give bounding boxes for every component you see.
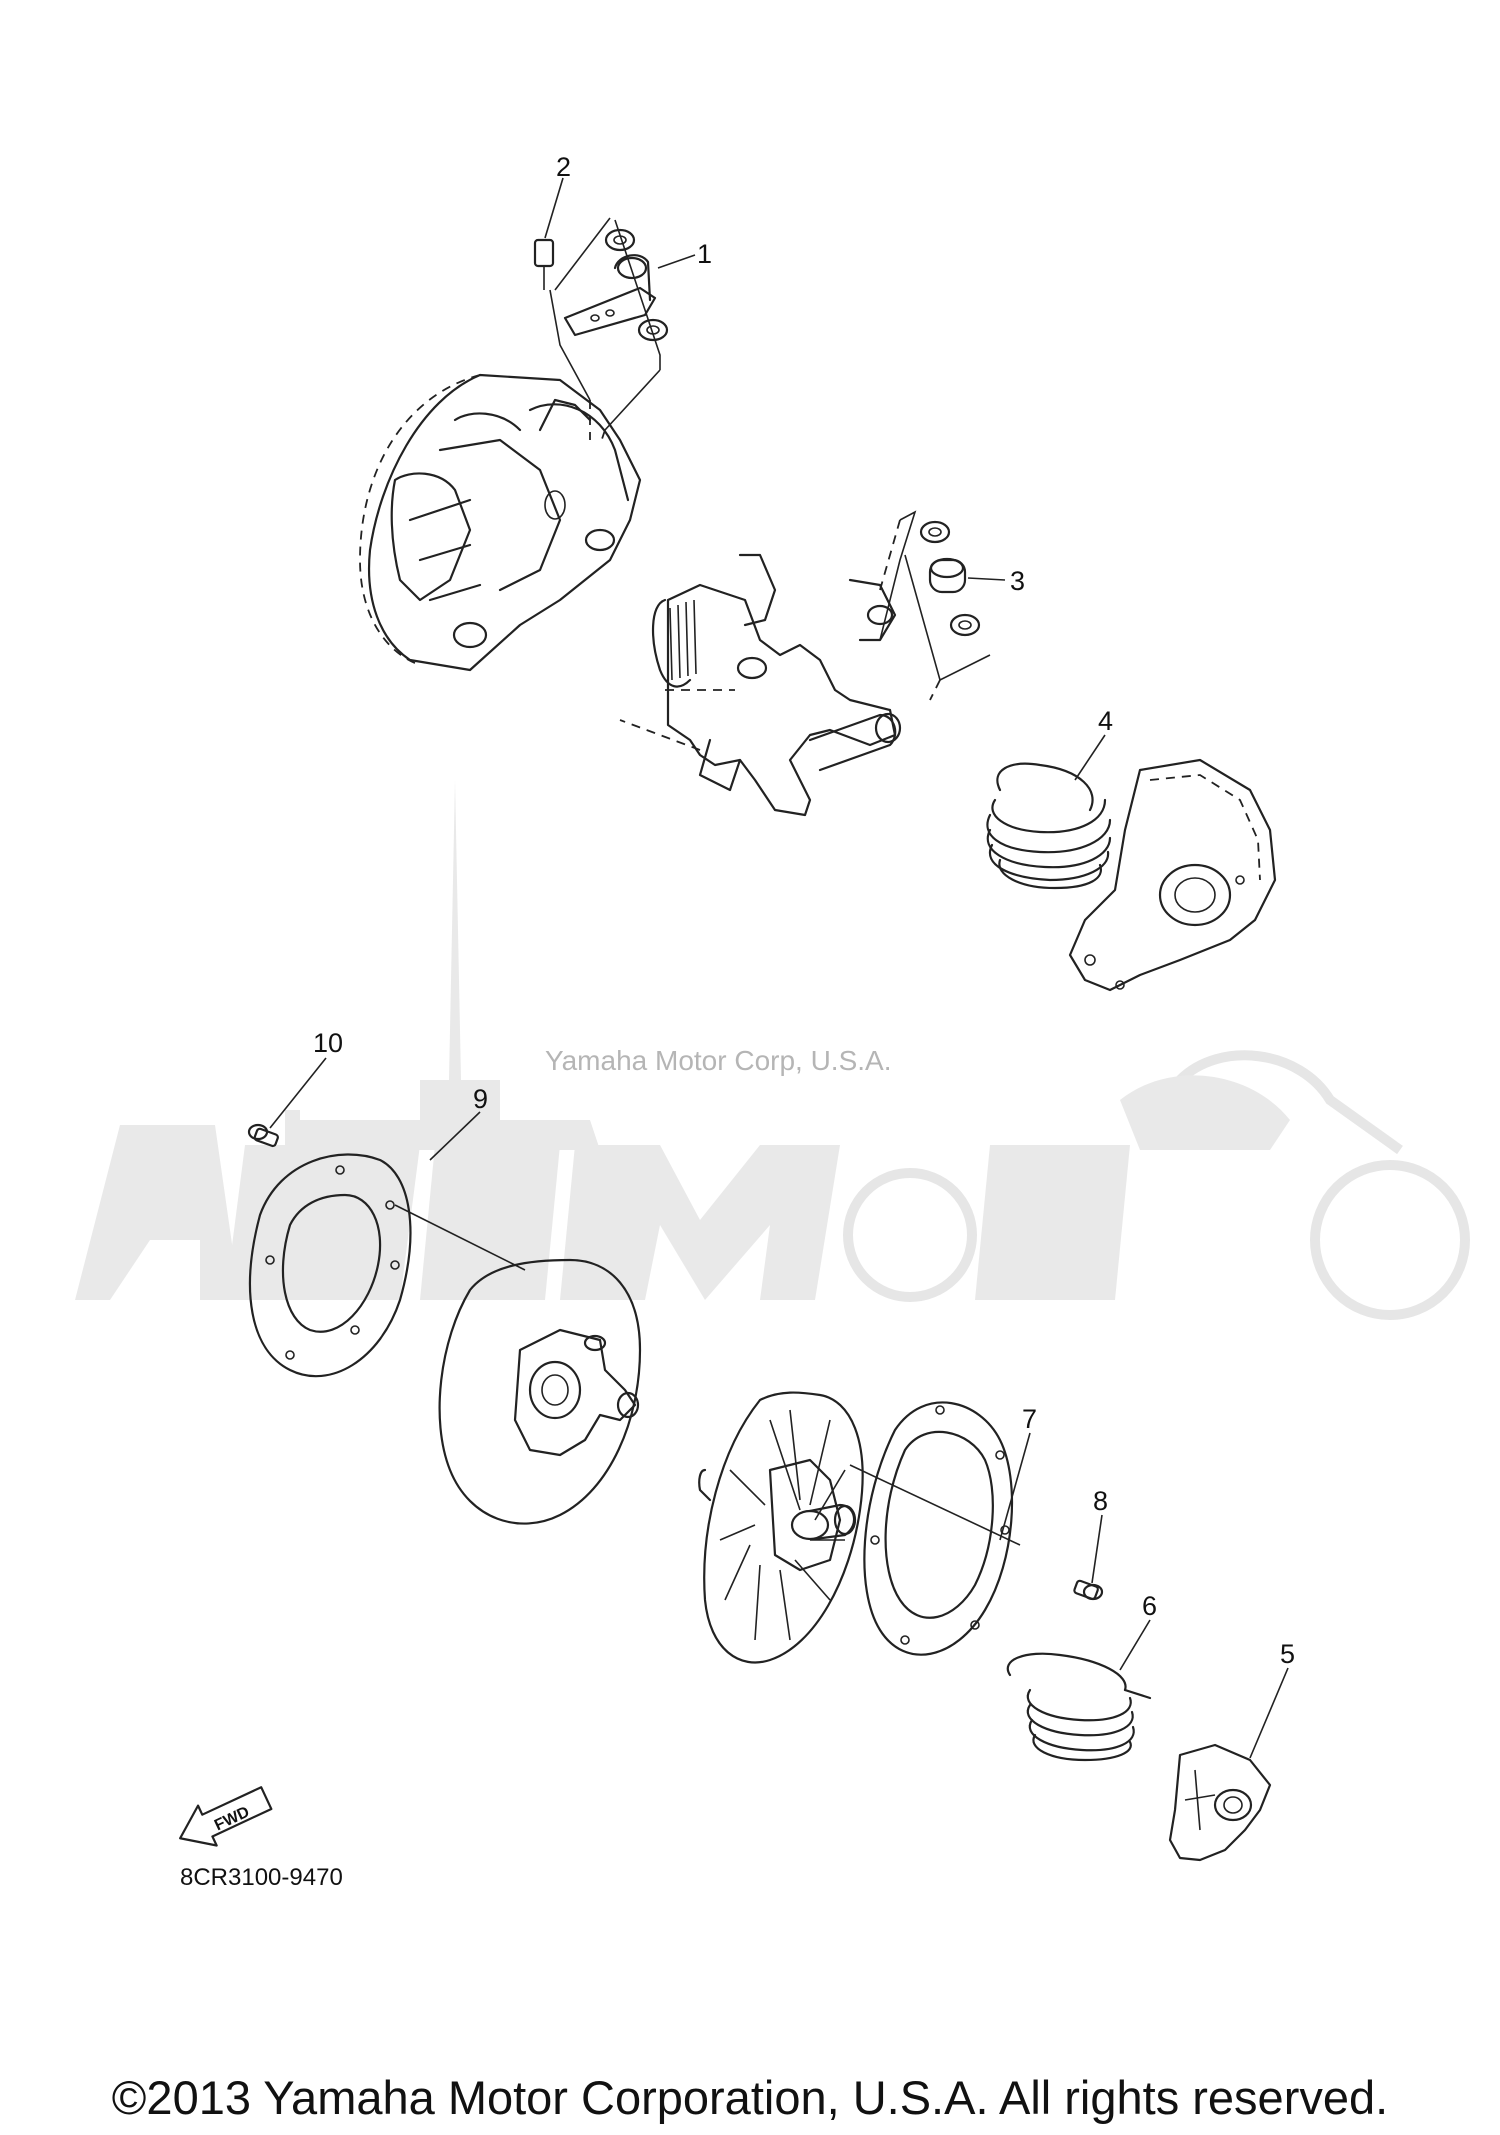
part-2-bolt — [533, 238, 555, 290]
part-8-bolt — [1073, 1579, 1104, 1601]
callout-10-label: 10 — [313, 1028, 343, 1058]
callout-1-label: 1 — [697, 239, 712, 269]
callout-3-label: 3 — [1010, 566, 1025, 596]
callout-2: 2 — [544, 152, 571, 239]
callout-1: 1 — [657, 239, 712, 269]
diagram-code: 8CR3100-9470 — [180, 1864, 343, 1891]
callout-4: 4 — [1074, 706, 1113, 781]
callout-6-label: 6 — [1142, 1591, 1157, 1621]
fwd-arrow-icon: FWD — [179, 1786, 273, 1847]
bracket-lines-top — [549, 217, 661, 431]
part-6-spring — [1006, 1652, 1152, 1762]
fixed-sheave — [438, 1258, 642, 1525]
callout-8: 8 — [1091, 1486, 1108, 1584]
part-7-plate — [863, 1401, 1014, 1656]
secondary-sheave — [698, 1391, 864, 1664]
callout-3: 3 — [967, 566, 1025, 596]
part-9-disc — [248, 1153, 412, 1378]
callout-7: 7 — [999, 1404, 1037, 1541]
watermark-text: Yamaha Motor Corp, U.S.A. — [545, 1045, 892, 1076]
leader-part9 — [394, 1204, 526, 1271]
callout-6: 6 — [1119, 1591, 1157, 1671]
callout-5: 5 — [1249, 1639, 1295, 1759]
callout-10: 10 — [269, 1028, 343, 1129]
callout-7-label: 7 — [1022, 1404, 1037, 1434]
spider-cover — [1068, 758, 1277, 992]
leader-dash-part3 — [879, 519, 941, 701]
copyright-notice: ©2013 Yamaha Motor Corporation, U.S.A. A… — [111, 2071, 1389, 2124]
part-1-cam-arm — [563, 228, 669, 342]
bracket-lines-part3 — [879, 510, 991, 682]
callout-4-label: 4 — [1098, 706, 1113, 736]
callout-5-label: 5 — [1280, 1639, 1295, 1669]
part-10-bolt — [247, 1123, 279, 1148]
callout-8-label: 8 — [1093, 1486, 1108, 1516]
spider-assembly — [619, 553, 902, 817]
callout-9: 9 — [429, 1084, 488, 1161]
callout-9-label: 9 — [473, 1084, 488, 1114]
part-3-roller-set — [919, 520, 981, 637]
callout-2-label: 2 — [556, 152, 571, 182]
part-5-cover — [1168, 1743, 1272, 1862]
primary-sheave-housing — [359, 373, 642, 672]
part-4-spring — [986, 762, 1112, 890]
